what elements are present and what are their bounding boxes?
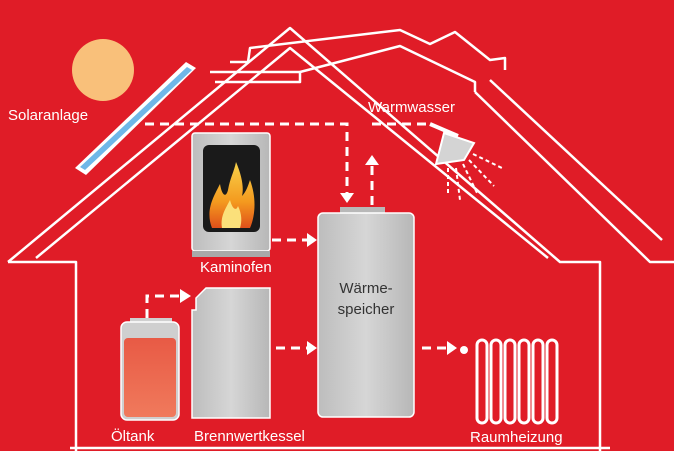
arrow-head-boiler (307, 341, 317, 355)
label-speicher-line1: Wärme- (339, 280, 393, 297)
shower-icon (429, 122, 503, 201)
label-warmwasser: Warmwasser (368, 99, 455, 116)
arrow-heads (180, 155, 457, 355)
arrow-head-up (365, 155, 379, 165)
label-brennwertkessel: Brennwertkessel (194, 428, 305, 445)
label-kaminofen: Kaminofen (200, 259, 272, 276)
oeltank-tank (120, 318, 180, 421)
flow-arrows (145, 122, 448, 350)
label-speicher-line2: speicher (337, 301, 395, 318)
brennwertkessel-boiler (191, 287, 271, 419)
waermespeicher-tank (317, 207, 415, 418)
arrow-head-heating (447, 341, 457, 355)
arrow-head-down (340, 193, 354, 203)
solar-panel-icon (75, 62, 196, 175)
solar-to-storage-flow (145, 122, 349, 193)
sun-icon (72, 39, 134, 101)
kaminofen-stove (191, 132, 271, 257)
house-outline (7, 26, 674, 451)
label-waermespeicher: Wärme- speicher (318, 278, 414, 320)
label-oeltank: Öltank (111, 428, 155, 445)
label-solaranlage: Solaranlage (8, 107, 89, 124)
arrow-head-stove (307, 233, 317, 247)
radiator-icon (460, 338, 559, 425)
label-raumheizung: Raumheizung (470, 429, 563, 446)
arrow-head-oil (180, 289, 191, 303)
oil-to-boiler-flow (145, 294, 180, 318)
fire-icon (209, 162, 255, 228)
